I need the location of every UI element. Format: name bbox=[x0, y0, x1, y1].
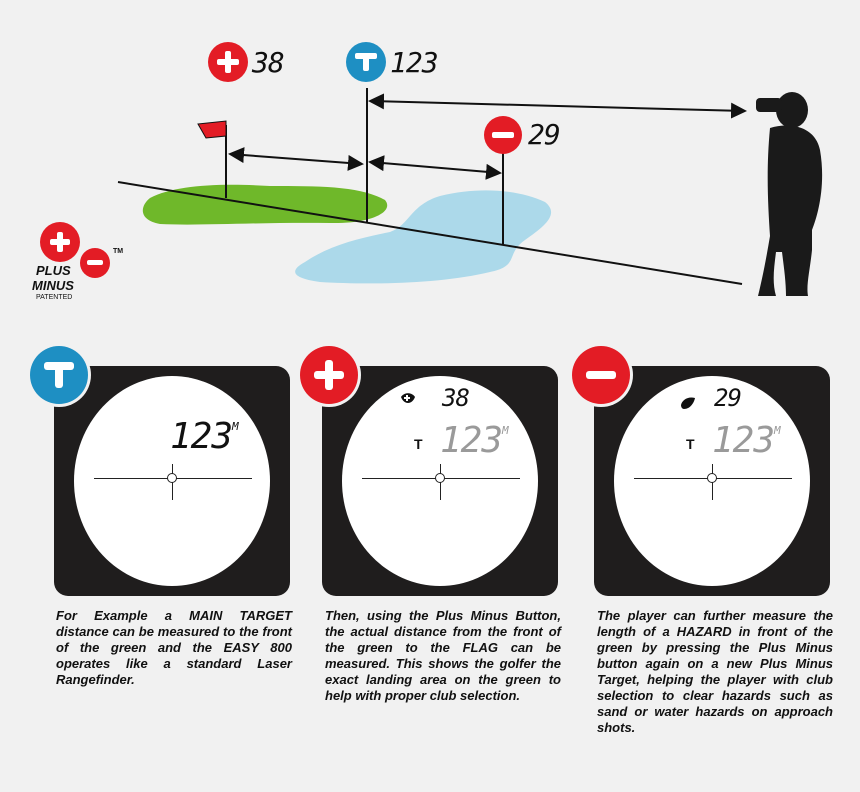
crosshair-circle bbox=[707, 473, 717, 483]
minus-reading: 29 bbox=[714, 384, 742, 412]
main-reading: 123M bbox=[170, 416, 239, 457]
main-reading: 123M bbox=[440, 420, 509, 461]
crosshair-circle bbox=[167, 473, 177, 483]
screen-plus-flag: 38 T 123M bbox=[322, 366, 558, 596]
minus-badge-top bbox=[484, 116, 522, 154]
main-reading: 123M bbox=[712, 420, 781, 461]
plus-distance: 38 bbox=[252, 46, 285, 79]
logo-tm: TM bbox=[113, 248, 124, 255]
target-badge-top bbox=[346, 42, 386, 82]
main-reading-value: 123 bbox=[170, 416, 233, 457]
target-badge bbox=[30, 346, 88, 404]
screen-minus-hazard: 29 T 123M bbox=[594, 366, 830, 596]
course-illustration bbox=[117, 88, 823, 296]
crosshair-circle bbox=[435, 473, 445, 483]
plus-reading: 38 bbox=[442, 384, 470, 412]
plus-badge-top bbox=[208, 42, 248, 82]
green-area bbox=[142, 184, 388, 225]
hazard-icon bbox=[681, 397, 695, 409]
water-hazard bbox=[295, 190, 552, 284]
plus-badge bbox=[300, 346, 358, 404]
lens-view: 123M bbox=[74, 376, 270, 586]
target-distance: 123 bbox=[390, 46, 439, 79]
hazard-distance-arrow bbox=[368, 155, 502, 180]
unit-label: M bbox=[774, 424, 781, 437]
t-icon bbox=[355, 53, 377, 71]
flag-icon bbox=[197, 120, 227, 139]
caption-main-target: For Example a MAIN TARGET distance can b… bbox=[56, 608, 292, 687]
golfer-silhouette bbox=[756, 92, 823, 296]
t-icon bbox=[44, 362, 74, 388]
minus-icon bbox=[492, 132, 514, 138]
logo-line1: PLUS bbox=[36, 263, 71, 278]
unit-label: M bbox=[232, 420, 239, 433]
unit-label: M bbox=[502, 424, 509, 437]
logo-sub: PATENTED bbox=[36, 294, 73, 301]
main-reading-value: 123 bbox=[440, 420, 503, 461]
minus-badge bbox=[572, 346, 630, 404]
caption-plus-flag: Then, using the Plus Minus Button, the a… bbox=[325, 608, 561, 703]
lens-view: 29 T 123M bbox=[614, 376, 810, 586]
main-reading-value: 123 bbox=[712, 420, 775, 461]
minus-distance: 29 bbox=[528, 118, 561, 151]
logo-plus-icon bbox=[40, 222, 80, 262]
caption-minus-hazard: The player can further measure the lengt… bbox=[597, 608, 833, 735]
lens-view: 38 T 123M bbox=[342, 376, 538, 586]
plus-icon bbox=[314, 360, 344, 390]
ground-line bbox=[117, 181, 743, 285]
target-label: T bbox=[414, 436, 423, 452]
flag-green-icon bbox=[401, 393, 415, 403]
logo-minus-icon bbox=[80, 248, 110, 278]
flag-distance-arrow bbox=[228, 147, 364, 171]
target-distance-arrow bbox=[368, 93, 747, 119]
minus-icon bbox=[586, 371, 616, 379]
plus-icon bbox=[217, 51, 239, 73]
logo-line2: MINUS bbox=[32, 278, 74, 293]
target-label: T bbox=[686, 436, 695, 452]
screen-main-target: 123M bbox=[54, 366, 290, 596]
